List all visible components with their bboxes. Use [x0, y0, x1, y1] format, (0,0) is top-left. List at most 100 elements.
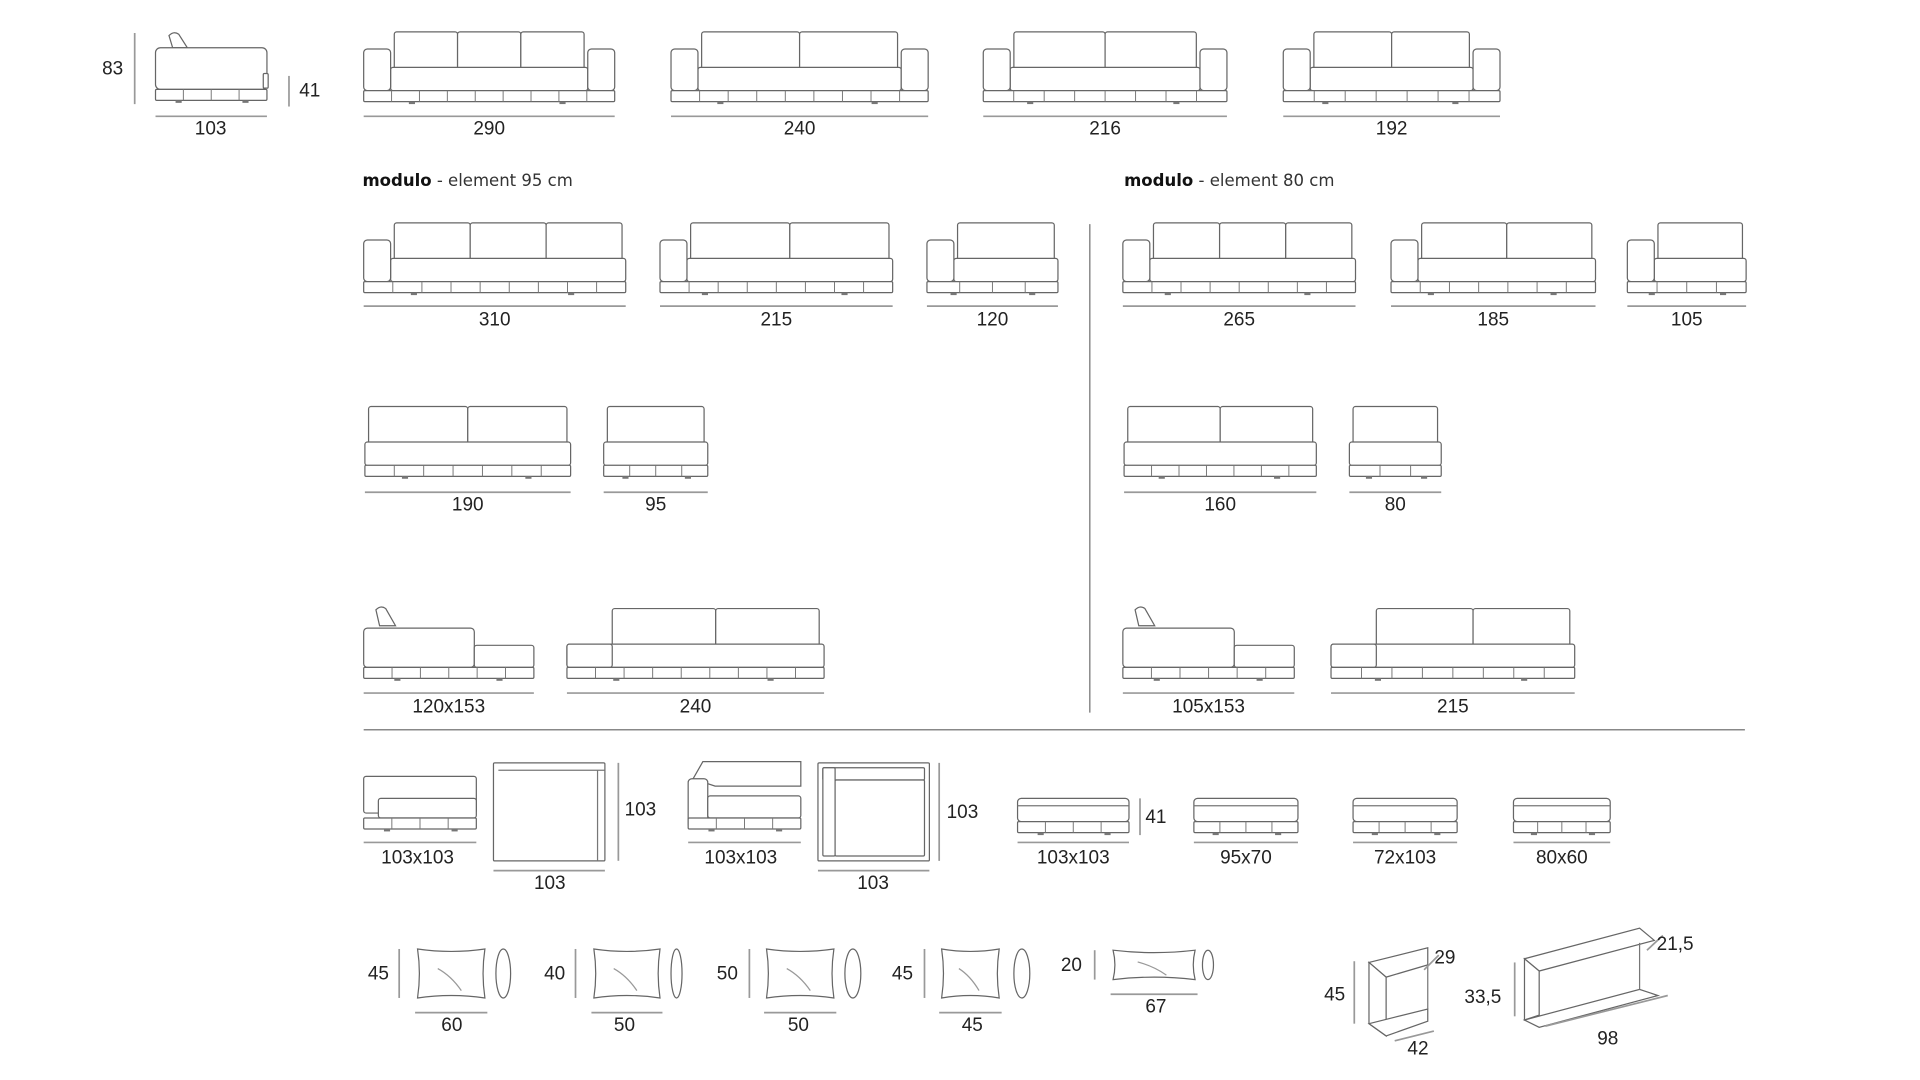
ottoman-0: [1016, 797, 1130, 836]
outline: [1653, 257, 1747, 283]
outline: [1104, 31, 1197, 72]
dimension-label: 45: [962, 1015, 983, 1036]
dimension-label: 215: [1437, 697, 1469, 718]
outline: [587, 48, 616, 92]
outline: [1390, 239, 1419, 283]
outline: [1348, 441, 1442, 466]
ottoman-3: [1512, 797, 1611, 836]
section-heading-bold: modulo: [362, 171, 431, 190]
outline: [1122, 627, 1235, 668]
outline: [822, 767, 836, 857]
outline: [473, 644, 535, 668]
dimension-label: 103: [534, 873, 566, 894]
outline: [1421, 222, 1508, 263]
outline: [715, 607, 820, 649]
dimension-label: 29: [1434, 948, 1455, 969]
dimension-label: 265: [1223, 310, 1255, 331]
outline: [1626, 239, 1655, 283]
outline: [697, 66, 902, 92]
outline: [390, 66, 589, 92]
outline: [670, 90, 929, 103]
depth-label: 103: [195, 119, 227, 140]
outline: [363, 90, 616, 103]
outline: [670, 48, 699, 92]
cushion-2: [765, 948, 862, 999]
section-heading-bold: modulo: [1124, 171, 1193, 190]
square-top-view: [492, 762, 606, 862]
section-heading-text: - element 80 cm: [1193, 171, 1334, 190]
dimension-label: 103x103: [381, 847, 454, 868]
outline: [154, 47, 268, 90]
dimension-label: 103: [947, 802, 979, 823]
outline: [834, 779, 926, 857]
outline: [393, 222, 471, 263]
modulo80-lounge: [1330, 607, 1576, 681]
dimension-label: 41: [1145, 807, 1166, 828]
outline: [603, 441, 709, 466]
dimension-label: 20: [1061, 955, 1082, 976]
outline: [701, 31, 801, 72]
sofa-0: [363, 31, 616, 105]
outline: [900, 48, 929, 92]
width-label: 216: [1089, 119, 1121, 140]
outline: [822, 767, 926, 781]
dimension-label: 240: [680, 697, 712, 718]
modulo95-row1-2: [926, 222, 1059, 296]
modulo95-row2-0: [364, 405, 572, 479]
section-heading: modulo - element 80 cm: [1124, 171, 1334, 190]
seat-height-label: 41: [299, 81, 320, 102]
outline: [956, 222, 1055, 263]
width-label: 290: [473, 119, 505, 140]
dimension-label: 40: [544, 964, 565, 985]
dimension-label: 21,5: [1657, 934, 1694, 955]
sofa-1: [670, 31, 929, 105]
dimension-label: 98: [1597, 1028, 1618, 1049]
outline: [390, 257, 627, 283]
outline: [492, 762, 606, 862]
modulo95-row2-1: [603, 405, 709, 479]
outline: [1285, 222, 1353, 263]
outline: [1391, 31, 1470, 72]
outline: [707, 795, 802, 819]
cushion-1: [593, 948, 683, 999]
outline: [606, 405, 705, 447]
dimension-label: 185: [1477, 310, 1509, 331]
outline: [1233, 644, 1295, 668]
modulo95-lounge: [566, 607, 825, 681]
modulo95-chaise: [363, 606, 535, 681]
outline: [469, 222, 547, 263]
pillow-side: [1201, 949, 1215, 981]
section-heading-text: - element 95 cm: [432, 171, 573, 190]
outline: [1512, 797, 1611, 823]
dimension-label: 50: [614, 1015, 635, 1036]
dimension-label: 33,5: [1464, 987, 1501, 1008]
outline: [1330, 643, 1377, 668]
outline: [1390, 281, 1597, 294]
dimension-label: 310: [479, 310, 511, 331]
dimension-label: 45: [368, 964, 389, 985]
dimension-label: 120x153: [412, 697, 485, 718]
outline: [262, 72, 269, 89]
width-label: 192: [1376, 119, 1408, 140]
corner-top-view: [817, 762, 931, 862]
outline: [1472, 607, 1571, 649]
section-heading: modulo - element 95 cm: [362, 171, 572, 190]
dimension-label: 105x153: [1172, 697, 1245, 718]
outline: [1282, 90, 1501, 103]
outline: [1152, 222, 1221, 263]
outline: [1352, 405, 1439, 447]
dimension-label: 215: [760, 310, 792, 331]
modulo95-row1-0: [363, 222, 627, 296]
dimension-label: 60: [441, 1015, 462, 1036]
outline: [367, 405, 469, 447]
outline: [1472, 48, 1501, 92]
outline: [789, 222, 890, 263]
dimension-label: 80: [1385, 495, 1406, 516]
ottoman-1: [1193, 797, 1299, 836]
outline: [456, 31, 522, 72]
large-side-table: [1522, 927, 1661, 1028]
outline: [377, 797, 477, 819]
outline: [1375, 607, 1474, 649]
modulo80-chaise: [1122, 606, 1295, 681]
cushion-0: [416, 948, 512, 999]
